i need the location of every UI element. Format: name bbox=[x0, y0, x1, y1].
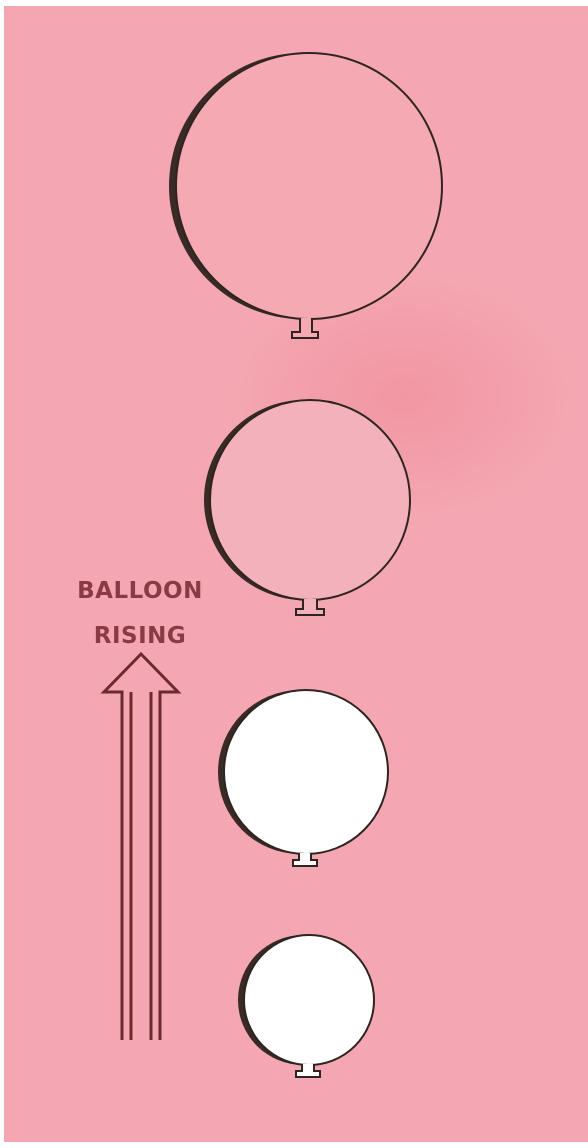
balloon-medium-body bbox=[224, 690, 388, 854]
balloon-medium bbox=[218, 690, 388, 866]
balloon-large-body bbox=[210, 400, 410, 600]
balloon-largest-body bbox=[176, 53, 442, 319]
balloon-largest-neck bbox=[292, 318, 318, 338]
title-line-1: BALLOON bbox=[40, 580, 240, 603]
title-line-2: RISING bbox=[40, 625, 240, 648]
balloons-group bbox=[169, 53, 442, 1077]
up-arrow-icon bbox=[104, 654, 178, 1040]
balloon-large-neck bbox=[296, 599, 324, 615]
up-arrow-shaft-gap bbox=[131, 692, 151, 1040]
balloon-largest bbox=[169, 53, 442, 338]
balloon-small-neck bbox=[296, 1064, 320, 1077]
balloon-small bbox=[238, 935, 374, 1077]
balloon-small-body bbox=[244, 935, 374, 1065]
balloon-medium-neck bbox=[293, 853, 317, 866]
